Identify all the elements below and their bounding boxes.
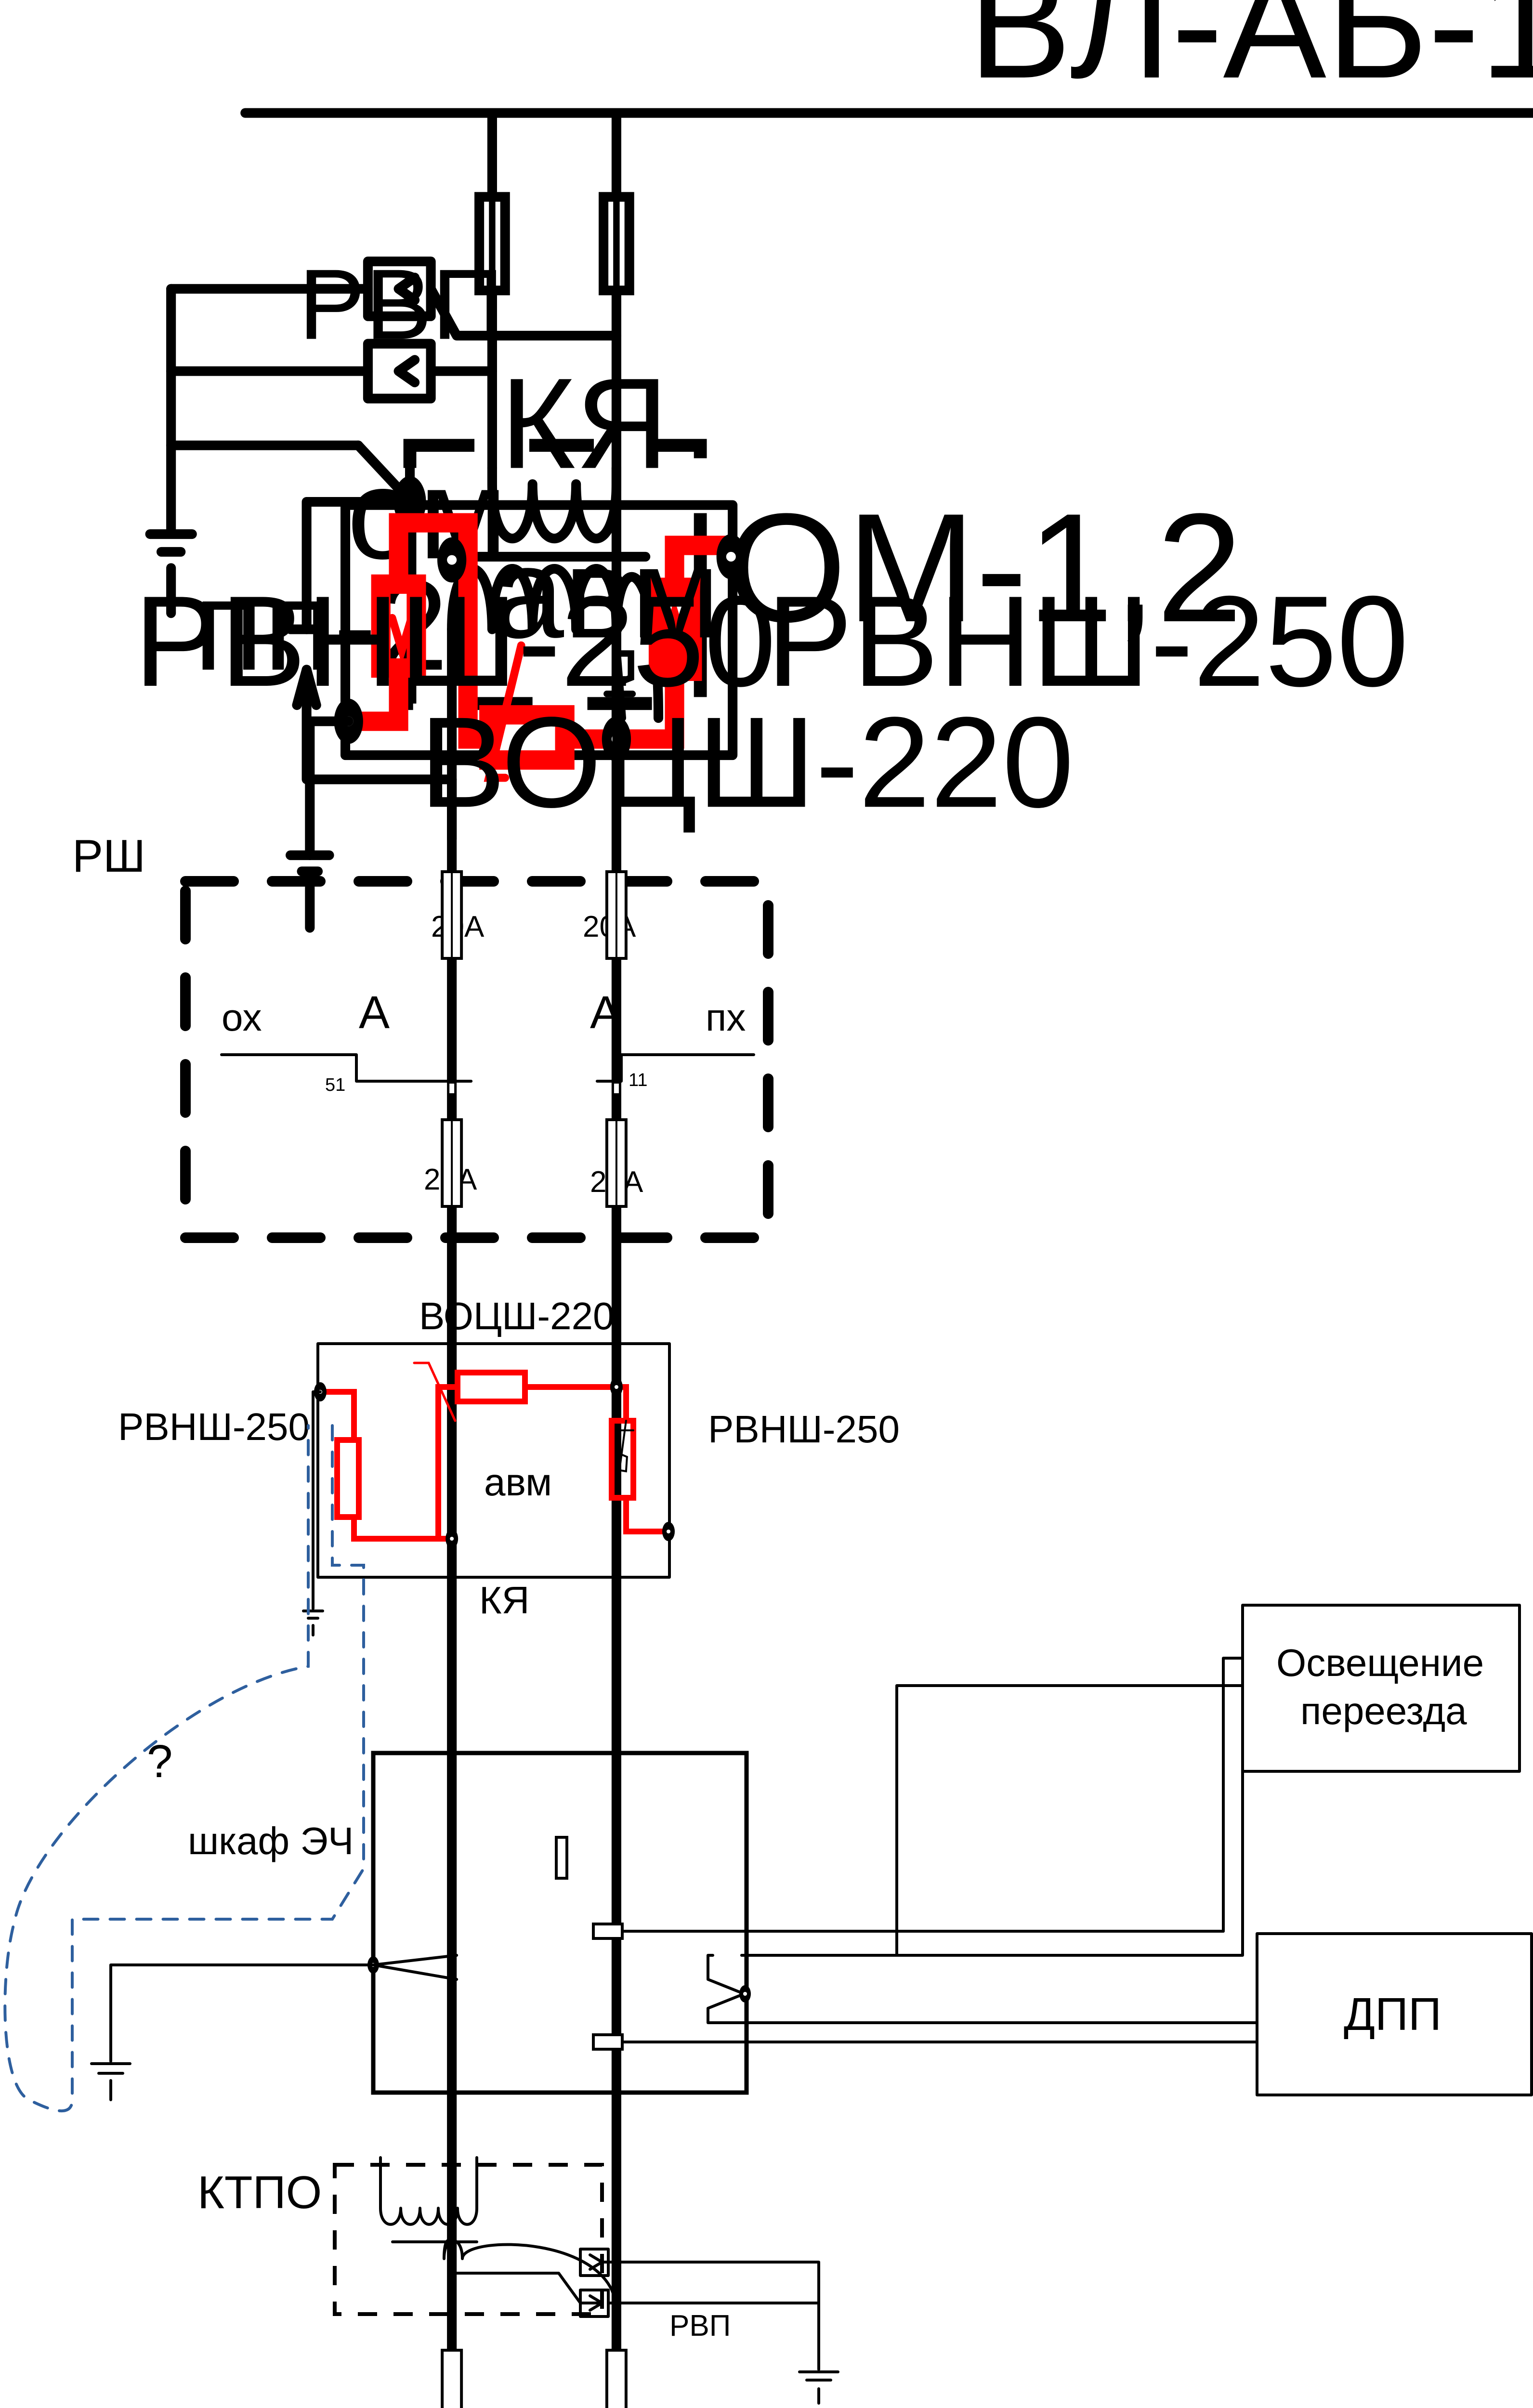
lower-breaker-label: авм [484,1461,552,1504]
rsh-cabinet: РШ [72,830,773,1243]
arrester-lower-left-icon [334,1437,362,1520]
question-mark: ? [147,1736,172,1787]
wire [589,2253,603,2271]
dpp-label: ДПП [1344,1989,1441,2040]
upper-limiter-label: ВОЦШ-220 [419,690,1074,834]
wire [614,1385,618,1389]
wire [614,1084,619,1093]
wire [619,1453,628,1473]
rsh-label: РШ [72,830,145,882]
lighting-label-2: переезда [1300,1689,1467,1732]
rvp-label-bottom: РВП [669,2309,731,2343]
limiter-lower-icon [455,1370,528,1404]
lower-cabinet-label: КЯ [479,1579,529,1622]
line-ox-label: ох [222,996,262,1039]
ground-wire [312,1390,322,1610]
wire [450,1537,454,1541]
meter-left-label: А [359,987,390,1038]
rvp-label-top: РВП [299,249,504,361]
upper-cabinet-kya: КЯ РВНШ-250 РВНШ-250 авм ВОЦШ-220 [134,351,1409,933]
fuse-ech [555,1836,568,1880]
title-top: ВЛ-АБ-10кВ [968,0,1533,111]
line-px-label: пх [706,996,746,1039]
upper-section-scaled: ВЛ-АБ-10кВ РВП ом пп-2 ОМ-1,2 КЯ [134,0,1533,2408]
ech-cabinet-label: шкаф ЭЧ [188,1819,354,1862]
meter-right-label: А [590,987,621,1038]
ktpo-transformer-icon [379,2156,478,2226]
ground-icon [145,529,197,618]
surge-arrester-top: РВП [166,249,621,537]
fuse-ktpo [441,2349,463,2408]
upper-cabinet-label: КЯ [500,351,669,496]
wire [743,1992,747,1996]
upper-left-arrester-label: РВНШ-250 [134,569,776,713]
upper-breaker-label: авм [492,520,720,665]
fuse-ktpo [605,2349,628,2408]
ground-wire [109,1963,375,2063]
lighting-box [1241,1604,1521,1773]
rsh-inner: 20А 20А 20А 20А ох пх А А 51 11 [222,910,746,1199]
top-bus: ВЛ-АБ-10кВ [240,0,1533,118]
fuse-ech-h [592,2033,624,2051]
wire [450,2272,603,2304]
surge-arrester-bottom: РВП [669,2309,731,2343]
transformer-om-label: ОМ-1,2 [726,482,1243,654]
lower-right-arrester-label: РВНШ-250 [708,1408,900,1451]
wire [372,1954,459,1966]
wire [667,1530,670,1533]
load-dpp: ДПП [1256,1932,1533,2096]
dpp-feed [707,1954,1258,2024]
lower-cabinet-kya: ВОЦШ-220 КЯ РВНШ-250 РВНШ-250 авм [118,1295,900,1622]
questioned-ground-path [3,1424,365,2113]
wire [589,2294,603,2312]
lower-cabinet-frame [316,1342,671,1579]
wire [413,1361,457,1422]
protection-wire [317,1389,357,1443]
lower-left-arrester-label: РВНШ-250 [118,1405,310,1448]
wire [449,1084,455,1093]
arrester-lower-right-icon [609,1418,636,1501]
wire [372,1963,459,1981]
wire [443,2239,618,2313]
wire [895,1684,1244,1957]
ktpo-label: КТПО [197,2167,322,2218]
terminal-51-label: 51 [325,1075,345,1095]
ktpo-enclosure [333,2163,604,2316]
protection-wire [351,1514,455,1542]
protection-wire [522,1384,629,1424]
line-ox [220,1053,473,1083]
terminal-11-label: 11 [629,1070,647,1090]
line-px [595,1053,755,1083]
ech-cabinet-frame [371,1751,749,2095]
fuse-ech-h [592,1923,624,1940]
lower-limiter-label: ВОЦШ-220 [419,1295,615,1337]
dpp-box [1256,1932,1533,2096]
lighting-label-1: Освещение [1276,1641,1484,1684]
wire [607,2261,820,2371]
protection-wire [623,1495,670,1534]
ktpo: КТПО [197,2163,604,2316]
protection-wire [435,1384,460,1542]
ech-cabinet: шкаф ЭЧ ? [147,1736,749,2095]
rsh-cabinet-enclosure [180,876,773,1243]
breaker-lower-icon [615,1420,627,1494]
load-lighting: Освещение переезда [1241,1604,1521,1773]
lighting-feed [1222,1657,1244,1933]
upper-right-arrester-label: РВНШ-250 [767,569,1409,713]
lighting-feed [740,1684,1244,1957]
